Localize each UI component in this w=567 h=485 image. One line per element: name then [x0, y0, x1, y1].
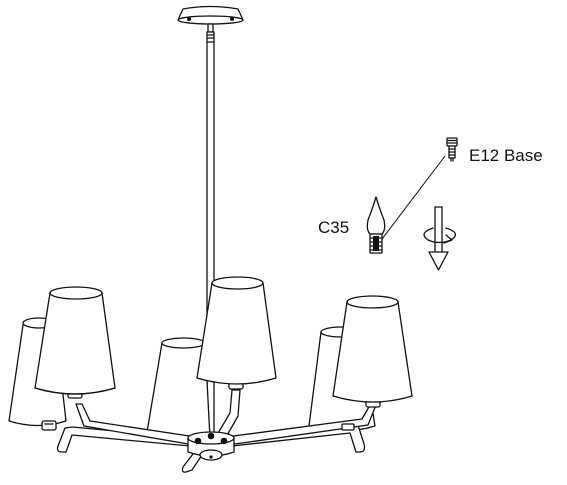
screw-in-rotate-icon — [423, 206, 457, 271]
c35-bulb-label: C35 — [318, 218, 350, 237]
shade-front-left — [34, 286, 116, 395]
arms — [56, 389, 377, 473]
shade-front-right — [332, 295, 413, 403]
canopy — [177, 5, 244, 33]
shade-front-center — [196, 276, 277, 385]
e12-base-icon — [446, 137, 458, 162]
hub — [187, 431, 235, 461]
e12-base-label: E12 Base — [469, 146, 543, 165]
c35-bulb-icon — [366, 196, 386, 254]
leader-line — [378, 155, 446, 244]
